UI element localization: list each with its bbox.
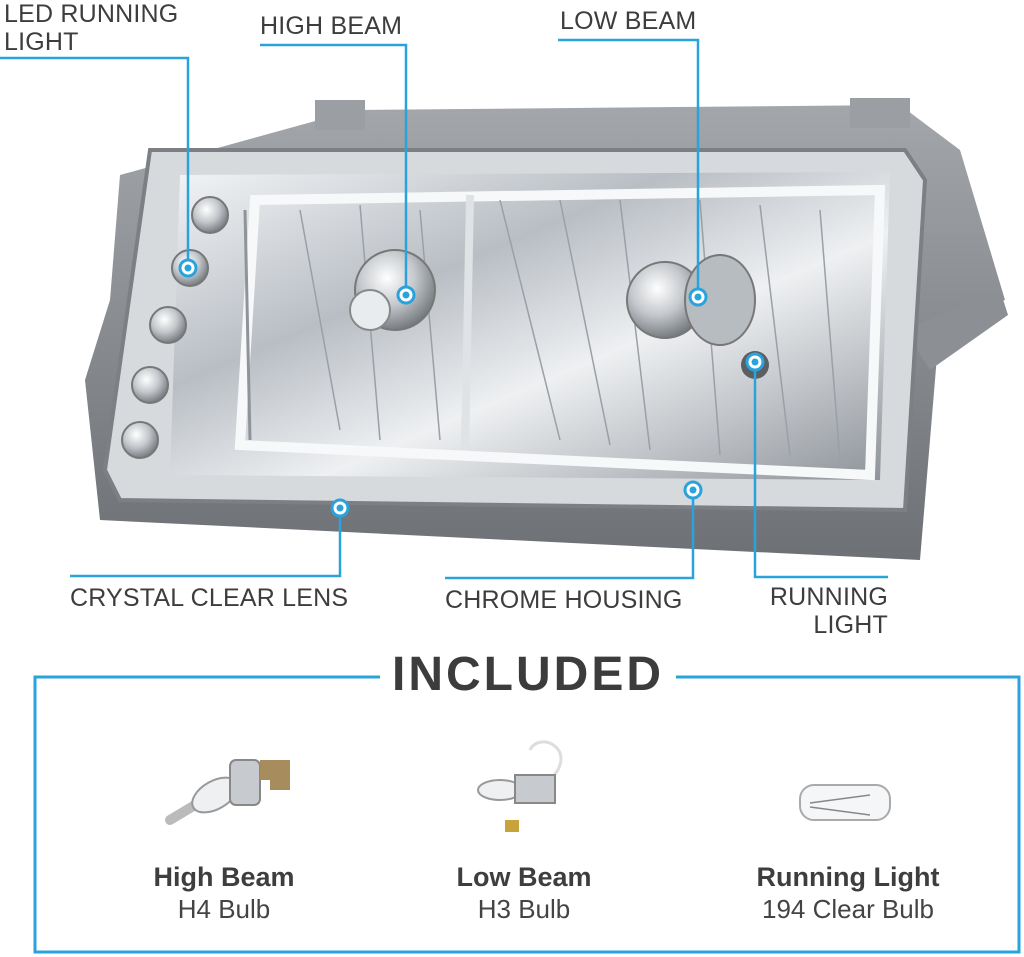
mounting-tab-left (315, 100, 365, 130)
label-running-line-1: RUNNING (769, 583, 888, 611)
label-low-beam: LOW BEAM (560, 7, 697, 35)
label-running-light: RUNNING LIGHT (730, 583, 888, 639)
chrome-reflector (170, 172, 890, 480)
high-beam-bulb (349, 249, 436, 331)
housing-back (85, 105, 1005, 560)
bulb-type-2: H3 Bulb (477, 894, 571, 924)
callout-line-lens (70, 508, 342, 578)
bulb-name-1: High Beam (153, 862, 295, 892)
callout-dots (178, 258, 765, 518)
included-title: INCLUDED (380, 645, 676, 705)
reflector-facets (299, 199, 841, 461)
label-running-line-2: LIGHT (813, 611, 888, 639)
callout-line-housing (445, 490, 695, 580)
bulb-type-1: H4 Bulb (177, 894, 271, 924)
bulb-name-2: Low Beam (456, 862, 592, 892)
label-led-line-2: LIGHT (4, 28, 79, 56)
bracket-right (905, 290, 1008, 370)
callout-lines (0, 38, 888, 580)
mounting-tab-right (850, 98, 910, 128)
194-bulb-icon (799, 784, 891, 821)
callout-line-running (753, 362, 888, 579)
chrome-bezel (234, 184, 886, 481)
label-chrome-housing: CHROME HOUSING (445, 586, 683, 614)
bulb-type-3: 194 Clear Bulb (762, 894, 934, 924)
label-led-line-1: LED RUNNING (4, 0, 179, 28)
bulb-name-3: Running Light (756, 862, 940, 892)
callout-line-low-beam (558, 38, 700, 297)
label-led-running-light: LED RUNNING LIGHT (4, 0, 178, 56)
h4-bulb-icon (165, 759, 290, 825)
label-high-beam: HIGH BEAM (260, 12, 403, 40)
running-light-socket (741, 351, 769, 379)
led-running-lights (121, 196, 229, 459)
lens-frame (102, 148, 928, 513)
low-beam-bulb (626, 254, 756, 346)
label-crystal-clear-lens: CRYSTAL CLEAR LENS (70, 584, 349, 612)
callout-line-high-beam (260, 43, 408, 295)
h3-bulb-icon (477, 740, 563, 832)
callout-line-led (0, 56, 190, 268)
